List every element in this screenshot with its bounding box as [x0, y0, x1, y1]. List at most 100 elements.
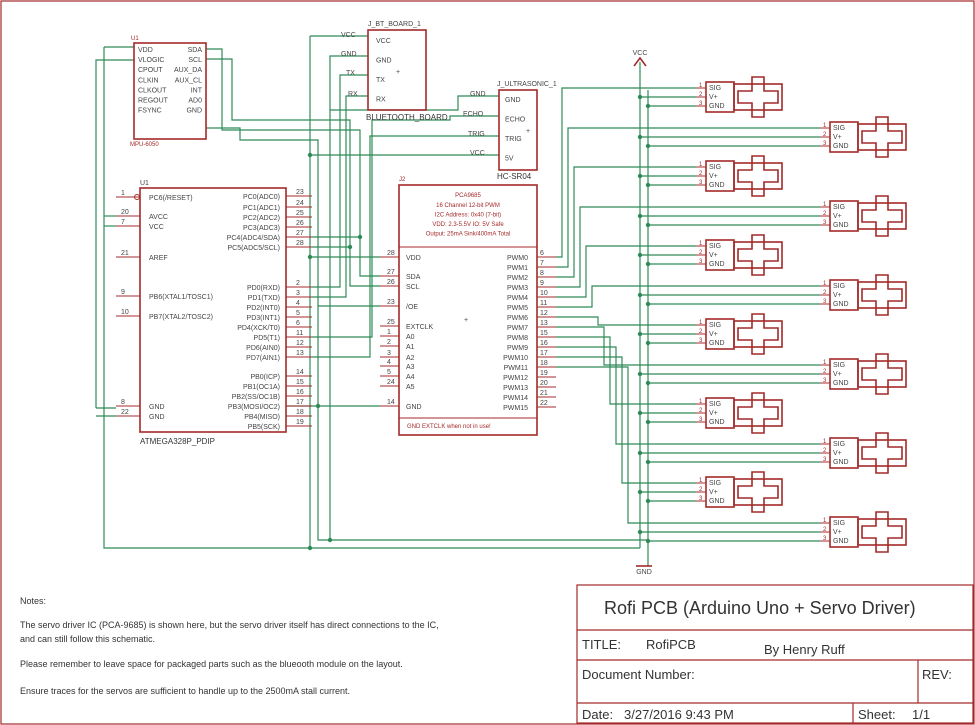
- bluetooth-pin-label: GND: [376, 58, 392, 65]
- servo-pin-label: SIG: [709, 480, 721, 487]
- atmega-pin-number: 12: [296, 340, 304, 347]
- date-value: 3/27/2016 9:43 PM: [624, 707, 734, 722]
- vlogic-wire: [95, 59, 134, 408]
- bluetooth-pin-label: VCC: [376, 38, 391, 45]
- servo-pin-label: SIG: [709, 85, 721, 92]
- pca9685-pin-number: 28: [387, 250, 395, 257]
- pca9685-pin-number: 11: [540, 300, 547, 307]
- junction-dot: [637, 292, 643, 298]
- notes-line-3: Please remember to leave space for packa…: [20, 659, 403, 669]
- servo-pin-number: 3: [823, 220, 827, 226]
- pca9685-pin-label: PWM15: [503, 405, 528, 412]
- pca9685-name: PCA9685: [455, 193, 481, 199]
- atmega-pin-label: GND: [149, 414, 165, 421]
- servo-body: [857, 281, 907, 309]
- pca9685-pin-label: A3: [406, 364, 415, 371]
- pca9685-pin-number: 14: [387, 399, 395, 406]
- atmega-pin-number: 1: [121, 190, 125, 197]
- atmega-pin-label: PD0(RXD): [247, 285, 280, 292]
- mpu6050-pin-label: CLKOUT: [138, 87, 167, 94]
- servo-body: [857, 360, 907, 388]
- servo-pin-label: GND: [709, 419, 725, 426]
- pca9685-pin-number: 6: [540, 250, 544, 257]
- atmega-body: [139, 187, 287, 433]
- servo-body: [733, 399, 783, 427]
- mpu6050-pin-label: CPOUT: [138, 67, 163, 74]
- pca9685-pin-number: 21: [540, 390, 548, 397]
- junction-dot: [637, 213, 643, 219]
- atmega-pin-label: PB3(MOSI/OC2): [228, 404, 280, 411]
- ultrasonic-net-label: TRIG: [468, 131, 485, 138]
- servo-pin-label: GND: [833, 380, 849, 387]
- servo-pin-label: V+: [833, 529, 842, 536]
- servo-signal-wire: [556, 166, 696, 278]
- ultrasonic-origin-mark: +: [526, 128, 530, 135]
- servo-pin-number: 2: [699, 487, 703, 493]
- mpu6050-pin-label: AD0: [188, 98, 202, 105]
- junction-dot: [645, 301, 651, 307]
- servo-pin-label: GND: [709, 261, 725, 268]
- bt-gnd-wire: [329, 55, 368, 540]
- servo-pin-label: SIG: [709, 243, 721, 250]
- mpu6050-body: [133, 42, 207, 140]
- servo-pin-number: 1: [823, 360, 827, 366]
- pca9685-pin-label: A2: [406, 355, 415, 362]
- notes-heading: Notes:: [20, 596, 46, 606]
- pca9685-pin-label: PWM9: [507, 345, 528, 352]
- pca9685-pin-label: A1: [406, 344, 415, 351]
- pca9685-pin-label: PWM11: [504, 365, 528, 372]
- pca9685-pin-number: 16: [540, 340, 548, 347]
- pca9685-origin-mark: +: [464, 317, 468, 324]
- title-value: RofiPCB: [646, 637, 696, 652]
- atmega-pin-number: 9: [121, 289, 125, 296]
- scl-wire: [206, 58, 380, 287]
- servo-pin-label: GND: [709, 103, 725, 110]
- servo-pin-label: SIG: [709, 322, 721, 329]
- junction-dot: [637, 529, 643, 535]
- junction-dot: [645, 103, 651, 109]
- pca9685-pin-number: 26: [387, 279, 395, 286]
- ultrasonic-body: [498, 89, 538, 171]
- servo-pin-number: 3: [823, 536, 827, 542]
- bluetooth-net-label: VCC: [341, 32, 356, 39]
- pca9685-pin-label: PWM12: [503, 375, 528, 382]
- atmega-name: ATMEGA328P_PDIP: [140, 437, 215, 446]
- servo-pin-label: GND: [833, 143, 849, 150]
- document-number-label: Document Number:: [582, 667, 695, 682]
- servo-pin-number: 1: [699, 478, 703, 484]
- servo-pin-number: 1: [699, 320, 703, 326]
- junction-dot: [637, 371, 643, 377]
- junction-dot: [307, 254, 313, 260]
- pca9685-pin-number: 9: [540, 280, 544, 287]
- ultrasonic-net-label: VCC: [470, 150, 485, 157]
- junction-dot: [307, 152, 313, 158]
- servo-horn: [737, 392, 779, 434]
- pca9685-pin-label: PWM0: [507, 255, 528, 262]
- atmega-pin-number: 8: [121, 399, 125, 406]
- atmega-pin-label: PC2(ADC2): [243, 215, 280, 222]
- notes-line-2: and can still follow this schematic.: [20, 634, 155, 644]
- atmega-pin-number: 19: [296, 419, 304, 426]
- pca9685-pin-number: 17: [540, 350, 548, 357]
- junction-dot: [637, 252, 643, 258]
- junction-dot: [645, 419, 651, 425]
- atmega-pin-number: 2: [296, 280, 300, 287]
- junction-dot: [645, 459, 651, 465]
- date-label: Date:: [582, 707, 613, 722]
- ultrasonic-pin-label: TRIG: [505, 136, 522, 143]
- vcc-arrow: [633, 56, 647, 67]
- mpu6050-pin-label: FSYNC: [138, 108, 162, 115]
- pca9685-info-line: 16 Channel 12-bit PWM: [436, 203, 500, 209]
- servo-body: [733, 241, 783, 269]
- servo-pin-number: 3: [823, 378, 827, 384]
- wires: [95, 35, 820, 566]
- servo-pin-number: 2: [823, 448, 827, 454]
- junction-dot: [637, 489, 643, 495]
- revision-label: REV:: [922, 667, 952, 682]
- junction-dot: [645, 498, 651, 504]
- atmega-pin-label: PB7(XTAL2/TOSC2): [149, 314, 213, 321]
- servo-pin-number: 2: [823, 369, 827, 375]
- mpu6050-pin-label: CLKIN: [138, 77, 159, 84]
- junction-dot: [645, 222, 651, 228]
- servo-pin-number: 2: [699, 92, 703, 98]
